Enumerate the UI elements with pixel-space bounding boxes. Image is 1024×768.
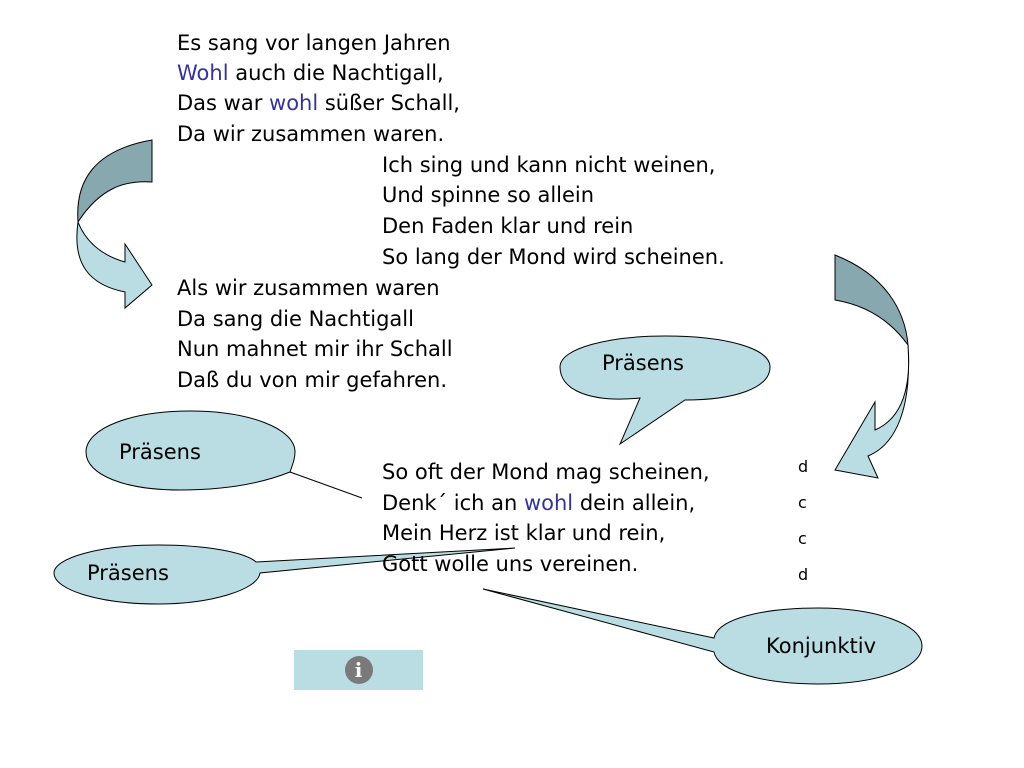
callout-bubble-bottom-right: [482, 588, 923, 685]
rhyme-letter: d: [798, 565, 809, 584]
callout-bubble-top: [559, 335, 771, 446]
poem-line: Es sang vor langen Jahren: [177, 31, 451, 55]
rhyme-letter: c: [798, 493, 807, 512]
poem-line: Wohl auch die Nachtigall,: [177, 61, 444, 85]
callout-label-left: Präsens: [119, 440, 201, 464]
poem-line: Mein Herz ist klar und rein,: [382, 521, 666, 545]
poem-line: Ich sing und kann nicht weinen,: [382, 153, 716, 177]
callout-bubble-left: [85, 410, 363, 499]
callout-label-top: Präsens: [602, 351, 684, 375]
highlighted-word: wohl: [269, 91, 319, 115]
rhyme-letter: c: [798, 529, 807, 548]
highlighted-word: Wohl: [177, 61, 229, 85]
poem-line: So oft der Mond mag scheinen,: [382, 460, 710, 484]
callout-label-bottom-right: Konjunktiv: [766, 634, 876, 658]
rhyme-letter: d: [798, 457, 809, 476]
poem-line: Denk´ ich an wohl dein allein,: [382, 491, 696, 515]
callout-label-bottom-left: Präsens: [87, 561, 169, 585]
poem-line: So lang der Mond wird scheinen.: [382, 245, 725, 269]
info-icon: i: [344, 656, 373, 684]
poem-line: Den Faden klar und rein: [382, 214, 634, 238]
info-button[interactable]: i: [294, 650, 423, 690]
curved-arrow-right-front: [834, 344, 910, 479]
curved-arrow-right-back: [834, 254, 909, 347]
poem-line: Da sang die Nachtigall: [177, 307, 414, 331]
highlighted-word: wohl: [523, 491, 574, 515]
curved-arrow-left-front: [76, 220, 153, 310]
poem-line: Als wir zusammen waren: [177, 276, 440, 300]
poem-line: Nun mahnet mir ihr Schall: [177, 337, 453, 361]
poem-line: Da wir zusammen waren.: [177, 122, 445, 146]
poem-line: Und spinne so allein: [382, 183, 595, 207]
curved-arrow-left: [76, 139, 153, 310]
callout-bubble-bottom-left: [53, 544, 516, 605]
poem-line: Gott wolle uns vereinen.: [382, 552, 639, 576]
curved-arrow-right: [834, 254, 910, 479]
curved-arrow-left-back: [77, 139, 153, 224]
poem-line: Das war wohl süßer Schall,: [177, 91, 460, 115]
poem-line: Daß du von mir gefahren.: [177, 368, 448, 392]
